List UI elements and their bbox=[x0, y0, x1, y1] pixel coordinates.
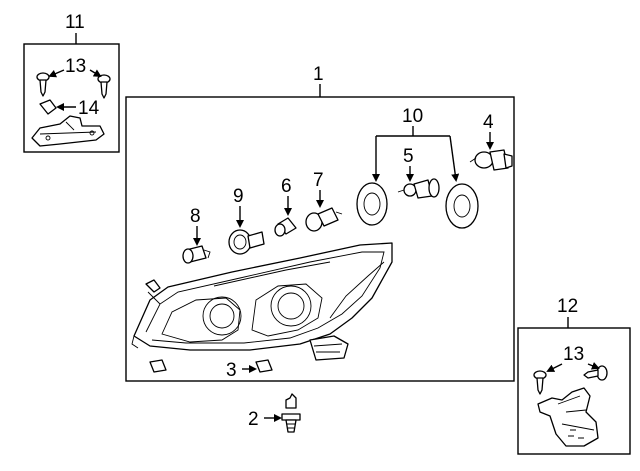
callout-13a: 13 bbox=[65, 56, 86, 77]
clip-14 bbox=[39, 99, 57, 115]
callout-10: 10 bbox=[402, 106, 423, 127]
callout-6: 6 bbox=[281, 176, 292, 197]
seal-10-left bbox=[356, 182, 388, 226]
bulb-5 bbox=[397, 178, 440, 199]
kit-12-group: 12 13 bbox=[517, 296, 631, 455]
bracket-11 bbox=[31, 115, 105, 147]
bulb-8 bbox=[182, 245, 211, 264]
socket-9 bbox=[228, 229, 265, 255]
callout-5: 5 bbox=[403, 146, 414, 167]
callout-4: 4 bbox=[483, 112, 494, 133]
lower-clip-3 bbox=[255, 359, 273, 373]
callout-12: 12 bbox=[557, 296, 578, 317]
leader-13b-left bbox=[546, 363, 563, 372]
callout-8: 8 bbox=[190, 206, 201, 227]
kit-11-box bbox=[23, 43, 120, 153]
screw-13-left bbox=[36, 72, 50, 97]
callout-7: 7 bbox=[313, 170, 324, 191]
bulb-6 bbox=[274, 217, 297, 237]
headlamp-housing bbox=[131, 242, 393, 361]
bracket-12 bbox=[537, 387, 599, 447]
leader-13a-right bbox=[89, 69, 102, 78]
leader-13a-left bbox=[48, 69, 65, 78]
callout-2: 2 bbox=[248, 409, 259, 430]
callout-1: 1 bbox=[313, 64, 324, 85]
main-assembly-group: 1 3 8 bbox=[125, 64, 515, 382]
bulb-7 bbox=[305, 207, 343, 232]
bulb-4 bbox=[469, 149, 513, 171]
seal-10-right bbox=[445, 183, 479, 229]
callout-9: 9 bbox=[233, 186, 244, 207]
screw-13-box12-right bbox=[583, 365, 608, 381]
housing-top-tab bbox=[145, 279, 161, 293]
callout-11: 11 bbox=[65, 12, 85, 33]
callout-14: 14 bbox=[78, 98, 100, 119]
callout-13b: 13 bbox=[563, 344, 584, 365]
kit-11-group: 11 13 14 bbox=[23, 12, 120, 153]
lower-clip-left bbox=[149, 359, 167, 373]
leader-10-right bbox=[449, 135, 460, 182]
kit-12-box bbox=[517, 327, 631, 455]
callout-3: 3 bbox=[226, 360, 237, 381]
screw-2 bbox=[281, 393, 301, 433]
housing-socket bbox=[309, 335, 349, 361]
screw-13-right bbox=[97, 74, 111, 99]
leader-13b-right bbox=[587, 362, 600, 370]
screw-13-box12-left bbox=[533, 370, 547, 395]
